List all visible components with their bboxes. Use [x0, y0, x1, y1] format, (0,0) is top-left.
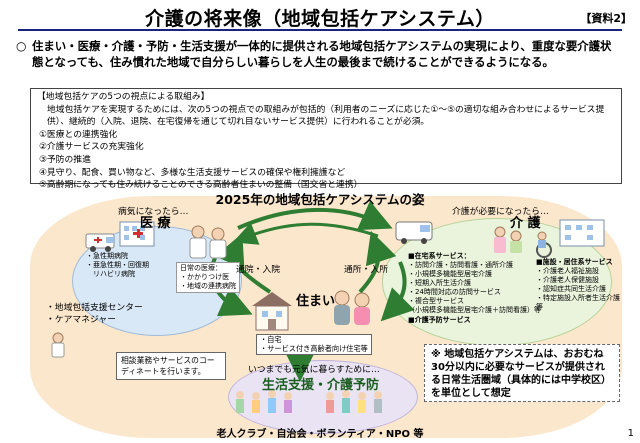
facility-service-4: ・特定施設入所者生活介護	[536, 294, 620, 302]
facility-service-2: ・介護老人保健施設	[536, 276, 599, 284]
medical-label: 医 療	[140, 216, 171, 231]
framework-box: 【地域包括ケアの5つの視点による取組み】 地域包括ケアを実現するためには、次の5…	[30, 88, 622, 190]
home-service-6: （小規模多機能型居宅介護＋訪問看護）等	[408, 306, 541, 314]
clinic-line-1: 日常の医療：	[180, 264, 222, 272]
hospital-line-3: リハビリ病院	[86, 270, 135, 278]
home-service-4: ・24時間対応の訪問サービス	[408, 288, 501, 296]
hospital-line-2: ・亜急性期・回復期	[86, 261, 149, 269]
scope-note: ※ 地域包括ケアシステムは、おおむね30分以内に必要なサービスが提供される日常生…	[424, 344, 620, 402]
home-note-line-2: ・サービス付き高齢者向け住宅等	[260, 343, 368, 353]
hospital-list: ・急性期病院 ・亜急性期・回復期 リハビリ病院	[86, 252, 149, 279]
framework-item-1: ①医療との連携強化	[39, 129, 118, 140]
facility-service-5: 等	[536, 303, 543, 311]
clinic-line-3: ・地域の連携病院	[180, 282, 236, 290]
home-service-1: ・訪問介護・訪問看護・通所介護	[408, 261, 513, 269]
flow-label-care: 通所・入所	[344, 265, 388, 275]
living-support-label: 生活支援・介護予防	[262, 378, 380, 393]
clinic-line-2: ・かかりつけ医	[180, 273, 230, 281]
home-service-2: ・小規模多機能型居宅介護	[408, 270, 492, 278]
support-center-line-2: ・ケアマネジャー	[46, 315, 116, 325]
page-number: 1	[627, 428, 634, 439]
flow-label-medical: 通院・入院	[236, 265, 280, 275]
consultation-box: 相談業務やサービスのコーディネートを行います。	[116, 352, 226, 380]
facility-service-1: ・介護老人福祉施設	[536, 267, 599, 275]
support-center-labels: ・地域包括支援センター ・ケアマネジャー	[46, 302, 143, 326]
home-note: ・自宅 ・サービス付き高齢者向け住宅等	[256, 334, 372, 356]
facility-services-list: ■施設・居住系サービス ・介護老人福祉施設 ・介護老人保健施設 ・認知症共同生活…	[536, 258, 620, 312]
intro-paragraph: ○ 住まい・医療・介護・予防・生活支援が一体的に提供される地域包括ケアシステムの…	[16, 38, 622, 70]
title-underline	[18, 29, 622, 31]
community-footer: 老人クラブ・自治会・ボランティア・NPO 等	[216, 429, 424, 440]
home-label: 住まい	[296, 294, 336, 309]
support-center-line-1: ・地域包括支援センター	[46, 303, 143, 313]
document-label: 【資料2】	[580, 12, 632, 25]
care-trigger: 介護が必要になったら…	[452, 207, 549, 217]
medical-trigger: 病気になったら…	[118, 207, 189, 217]
framework-item-5: ⑤高齢期になっても住み続けることのできる高齢者住まいの整備（国交省と連携）	[39, 180, 363, 191]
hospital-line-1: ・急性期病院	[86, 252, 128, 260]
framework-item-4: ④見守り、配食、買い物など、多様な生活支援サービスの確保や権利擁護など	[39, 167, 346, 178]
living-support-cluster	[228, 360, 418, 434]
facility-service-3: ・認知症共同生活介護	[536, 285, 606, 293]
home-services-title: ■在宅系サービス：	[408, 252, 471, 260]
framework-item-2: ②介護サービスの充実強化	[39, 142, 144, 153]
intro-bullet: ○	[16, 39, 27, 53]
home-service-5: ・複合型サービス	[408, 297, 464, 305]
page-title: 介護の将来像（地域包括ケアシステム）	[145, 8, 495, 30]
intro-text: 住まい・医療・介護・予防・生活支援が一体的に提供される地域包括ケアシステムの実現…	[32, 39, 612, 69]
home-note-line-1: ・自宅	[260, 335, 282, 344]
living-trigger: いつまでも元気に暮らすために…	[248, 365, 380, 375]
clinic-box: 日常の医療： ・かかりつけ医 ・地域の連携病院	[176, 262, 240, 293]
facility-services-title: ■施設・居住系サービス	[536, 258, 613, 266]
home-service-3: ・短期入所生活介護	[408, 279, 471, 287]
framework-body: 地域包括ケアを実現するためには、次の5つの視点での取組みが包括的（利用者のニーズ…	[47, 104, 605, 128]
framework-item-3: ③予防の推進	[39, 154, 91, 165]
prevention-services: ■介護予防サービス	[408, 316, 471, 324]
framework-title: 【地域包括ケアの5つの視点による取組み】	[37, 92, 210, 102]
care-label: 介 護	[510, 216, 541, 231]
home-services-list: ■在宅系サービス： ・訪問介護・訪問看護・通所介護 ・小規模多機能型居宅介護 ・…	[408, 252, 541, 315]
